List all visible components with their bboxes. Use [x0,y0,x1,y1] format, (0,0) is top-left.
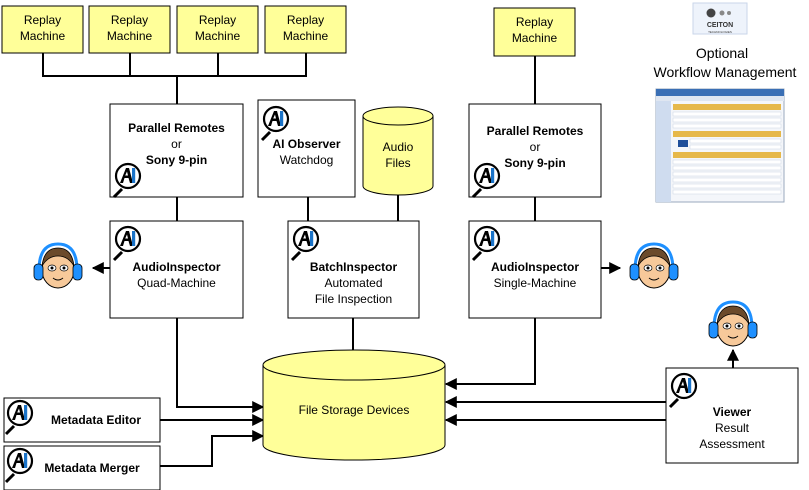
parallel-remotes-right-sub: Sony 9-pin [504,156,565,170]
ceiton-logo-sub: TECHNOLOGIES [708,30,732,34]
parallel-remotes-left-or: or [171,137,182,151]
audio-inspector-quad-sub: Quad-Machine [137,276,216,290]
batch-inspector-title: BatchInspector [310,260,398,274]
parallel-remotes-right: Parallel Remotes or Sony 9-pin [468,103,602,199]
audio-files-line2: Files [385,156,410,170]
replay-machine-5: Replay Machine [493,7,576,57]
replay-machine-5-line2: Machine [512,31,558,45]
replay-machine-1-line2: Machine [20,29,66,43]
metadata-editor: Metadata Editor [3,397,161,443]
viewer-sub2: Assessment [699,437,765,451]
workflow-management-label: Workflow Management [654,64,797,80]
metadata-merger: Metadata Merger [3,445,161,490]
replay-machine-4-line1: Replay [287,13,324,27]
parallel-remotes-left-title: Parallel Remotes [128,121,225,135]
viewer-box: Viewer Result Assessment [665,367,799,464]
parallel-remotes-left-sub: Sony 9-pin [146,153,207,167]
ceiton-logo: CEITON TECHNOLOGIES [692,2,748,35]
parallel-remotes-right-or: or [530,140,541,154]
replay-machine-2-line1: Replay [111,13,148,27]
audio-files-line1: Audio [383,140,414,154]
connectors [42,53,739,467]
batch-inspector-sub1: Automated [324,276,382,290]
metadata-merger-label: Metadata Merger [44,461,140,475]
audio-inspector-single-title: AudioInspector [491,260,579,274]
replay-machine-5-line1: Replay [516,15,553,29]
replay-machine-3-line1: Replay [199,13,236,27]
audio-inspector-single-sub: Single-Machine [494,276,577,290]
replay-machine-1: Replay Machine [1,5,84,54]
viewer-person-icon [707,300,759,348]
audio-inspector-single: AudioInspector Single-Machine [468,220,602,319]
file-storage-label: File Storage Devices [299,403,410,417]
replay-machine-4: Replay Machine [264,5,347,54]
audio-inspector-quad: AudioInspector Quad-Machine [109,220,244,319]
parallel-remotes-left: Parallel Remotes or Sony 9-pin [109,103,244,199]
ai-observer: AI Observer Watchdog [257,99,356,198]
ai-observer-sub: Watchdog [280,153,334,167]
parallel-remotes-right-title: Parallel Remotes [487,124,584,138]
viewer-sub1: Result [715,421,750,435]
ceiton-logo-text: CEITON [707,22,733,29]
replay-machine-1-line1: Replay [24,13,61,27]
file-storage-cylinder: File Storage Devices [262,349,446,461]
replay-machine-3-line2: Machine [195,29,241,43]
viewer-title: Viewer [713,405,752,419]
listener-left-icon [32,242,84,290]
optional-label: Optional [696,45,748,61]
audio-files-cylinder: Audio Files [362,106,434,196]
replay-machine-4-line2: Machine [283,29,329,43]
replay-machine-2: Replay Machine [88,5,171,54]
batch-inspector: BatchInspector Automated File Inspection [287,220,420,319]
audio-inspector-quad-title: AudioInspector [132,260,220,274]
ai-observer-title: AI Observer [272,137,340,151]
replay-machine-3: Replay Machine [176,5,259,54]
listener-right-icon [628,242,680,290]
workflow-screenshot-thumbnail [655,88,785,203]
replay-machine-2-line2: Machine [107,29,153,43]
metadata-editor-label: Metadata Editor [51,413,141,427]
batch-inspector-sub2: File Inspection [315,292,392,306]
